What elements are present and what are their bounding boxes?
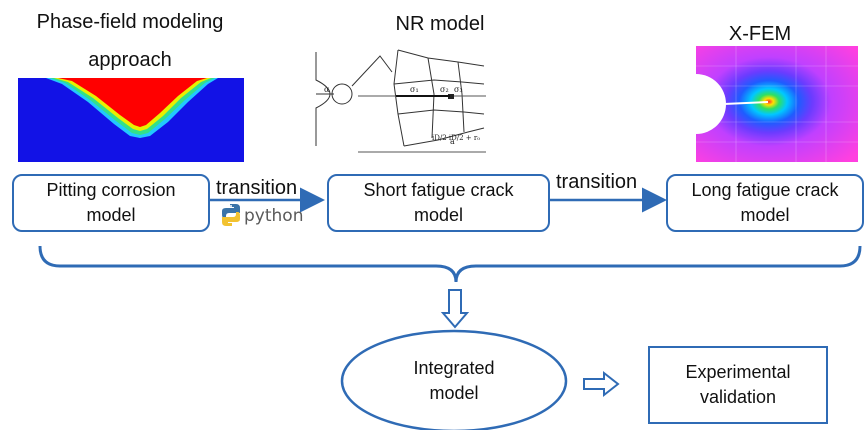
nr-sigma3-label: σ₃ [454,85,463,94]
crack-tip-mark [448,94,454,99]
nr-model-figure: α σ₁ σ₂ σ₃ a iD/2 iD/2 + r₀ [298,44,488,160]
short-box-line2: model [413,205,464,225]
experimental-line1: Experimental [685,362,791,382]
short-fatigue-crack-box: Short fatigue crack model [327,174,550,232]
experimental-line2: validation [699,387,777,407]
pitting-corrosion-box: Pitting corrosion model [12,174,210,232]
integrated-ellipse [340,329,568,430]
phase-field-image [18,78,244,162]
integrated-model-text: Integrated model [374,356,534,406]
long-box-line1: Long fatigue crack [691,180,839,200]
xfem-label: X-FEM [728,23,792,45]
nr-formula-label: iD/2 iD/2 + r₀ [432,134,480,142]
long-box-line2: model [740,205,790,225]
nr-model-label: NR model [395,13,485,35]
pitting-box-line2: model [86,205,136,225]
integrated-line1: Integrated [413,358,495,378]
xfem-image [696,46,858,162]
right-hollow-arrow [583,370,620,398]
nr-alpha-label: α [324,85,330,94]
transition-label-1: transition [216,177,298,199]
nr-sigma2-label: σ₂ [440,85,449,94]
transition-label-2: transition [556,171,638,193]
experimental-validation-box: Experimental validation [648,346,828,424]
nr-sigma1-label: σ₁ [410,85,419,94]
nr-a-label: a [450,137,455,146]
phase-field-label-line1: Phase-field modeling [36,11,224,33]
pitting-box-line1: Pitting corrosion [46,180,176,200]
short-box-line1: Short fatigue crack [363,180,514,200]
curly-brace [38,245,862,283]
integrated-line2: model [429,383,479,403]
phase-field-label-line2: approach [88,49,172,71]
python-logo-text: python [244,206,304,226]
down-hollow-arrow [440,289,470,329]
python-logo-icon [222,204,240,226]
long-fatigue-crack-box: Long fatigue crack model [666,174,864,232]
